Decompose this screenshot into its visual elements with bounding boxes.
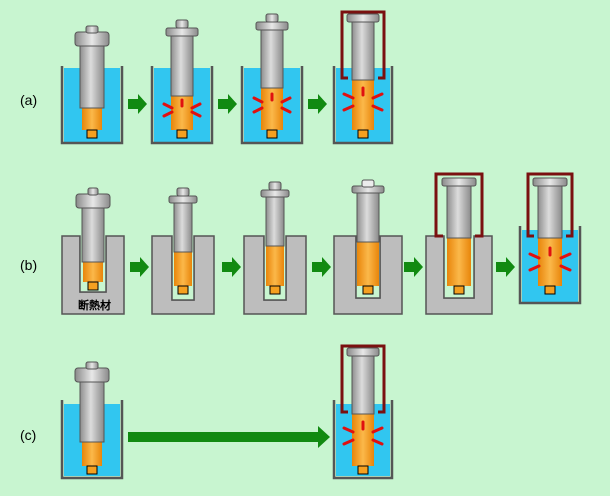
vessel-b6 (518, 172, 582, 305)
heat-marks (528, 246, 572, 272)
heat-marks (252, 92, 292, 114)
vessel-a1 (60, 25, 124, 145)
sample (82, 108, 102, 130)
arrow-a2 (218, 94, 237, 114)
clamp-frame (434, 172, 484, 238)
insulation-label: 断熱材 (78, 298, 111, 312)
clamp-frame (340, 10, 386, 80)
arrow-b4 (404, 257, 423, 277)
row-c (60, 344, 394, 480)
insulated-vessel-b4 (333, 179, 403, 315)
arrow-b3 (312, 257, 331, 277)
vessel-c2 (332, 344, 394, 480)
piston (170, 33, 194, 97)
clamp-frame (340, 344, 386, 414)
heat-marks (162, 98, 202, 118)
row-label-b: (b) (20, 257, 37, 273)
heat-marks (342, 86, 384, 112)
row-a (60, 10, 394, 145)
insulated-vessel-b5 (425, 172, 493, 315)
clamp-frame (526, 172, 574, 238)
arrow-b5 (496, 257, 515, 277)
vessel-a2 (150, 19, 214, 145)
vessel-a4 (332, 10, 394, 145)
insulated-vessel-b2 (151, 187, 215, 315)
piston (79, 45, 105, 109)
arrow-b1 (130, 257, 149, 277)
vessel-c1 (60, 361, 124, 480)
vessel-a3 (240, 13, 304, 145)
arrow-b2 (222, 257, 241, 277)
piston-cap (74, 31, 110, 47)
sample (171, 96, 193, 130)
insulated-vessel-b1: 断熱材 (61, 187, 125, 315)
row-label-c: (c) (20, 427, 36, 443)
arrow-a1 (128, 94, 147, 114)
heat-marks (342, 420, 384, 446)
insulated-vessel-b3 (243, 181, 307, 315)
arrow-a3 (308, 94, 327, 114)
bath-container (60, 66, 124, 145)
row-b: 断熱材 (61, 172, 582, 315)
row-label-a: (a) (20, 92, 37, 108)
long-arrow-c (128, 426, 330, 448)
